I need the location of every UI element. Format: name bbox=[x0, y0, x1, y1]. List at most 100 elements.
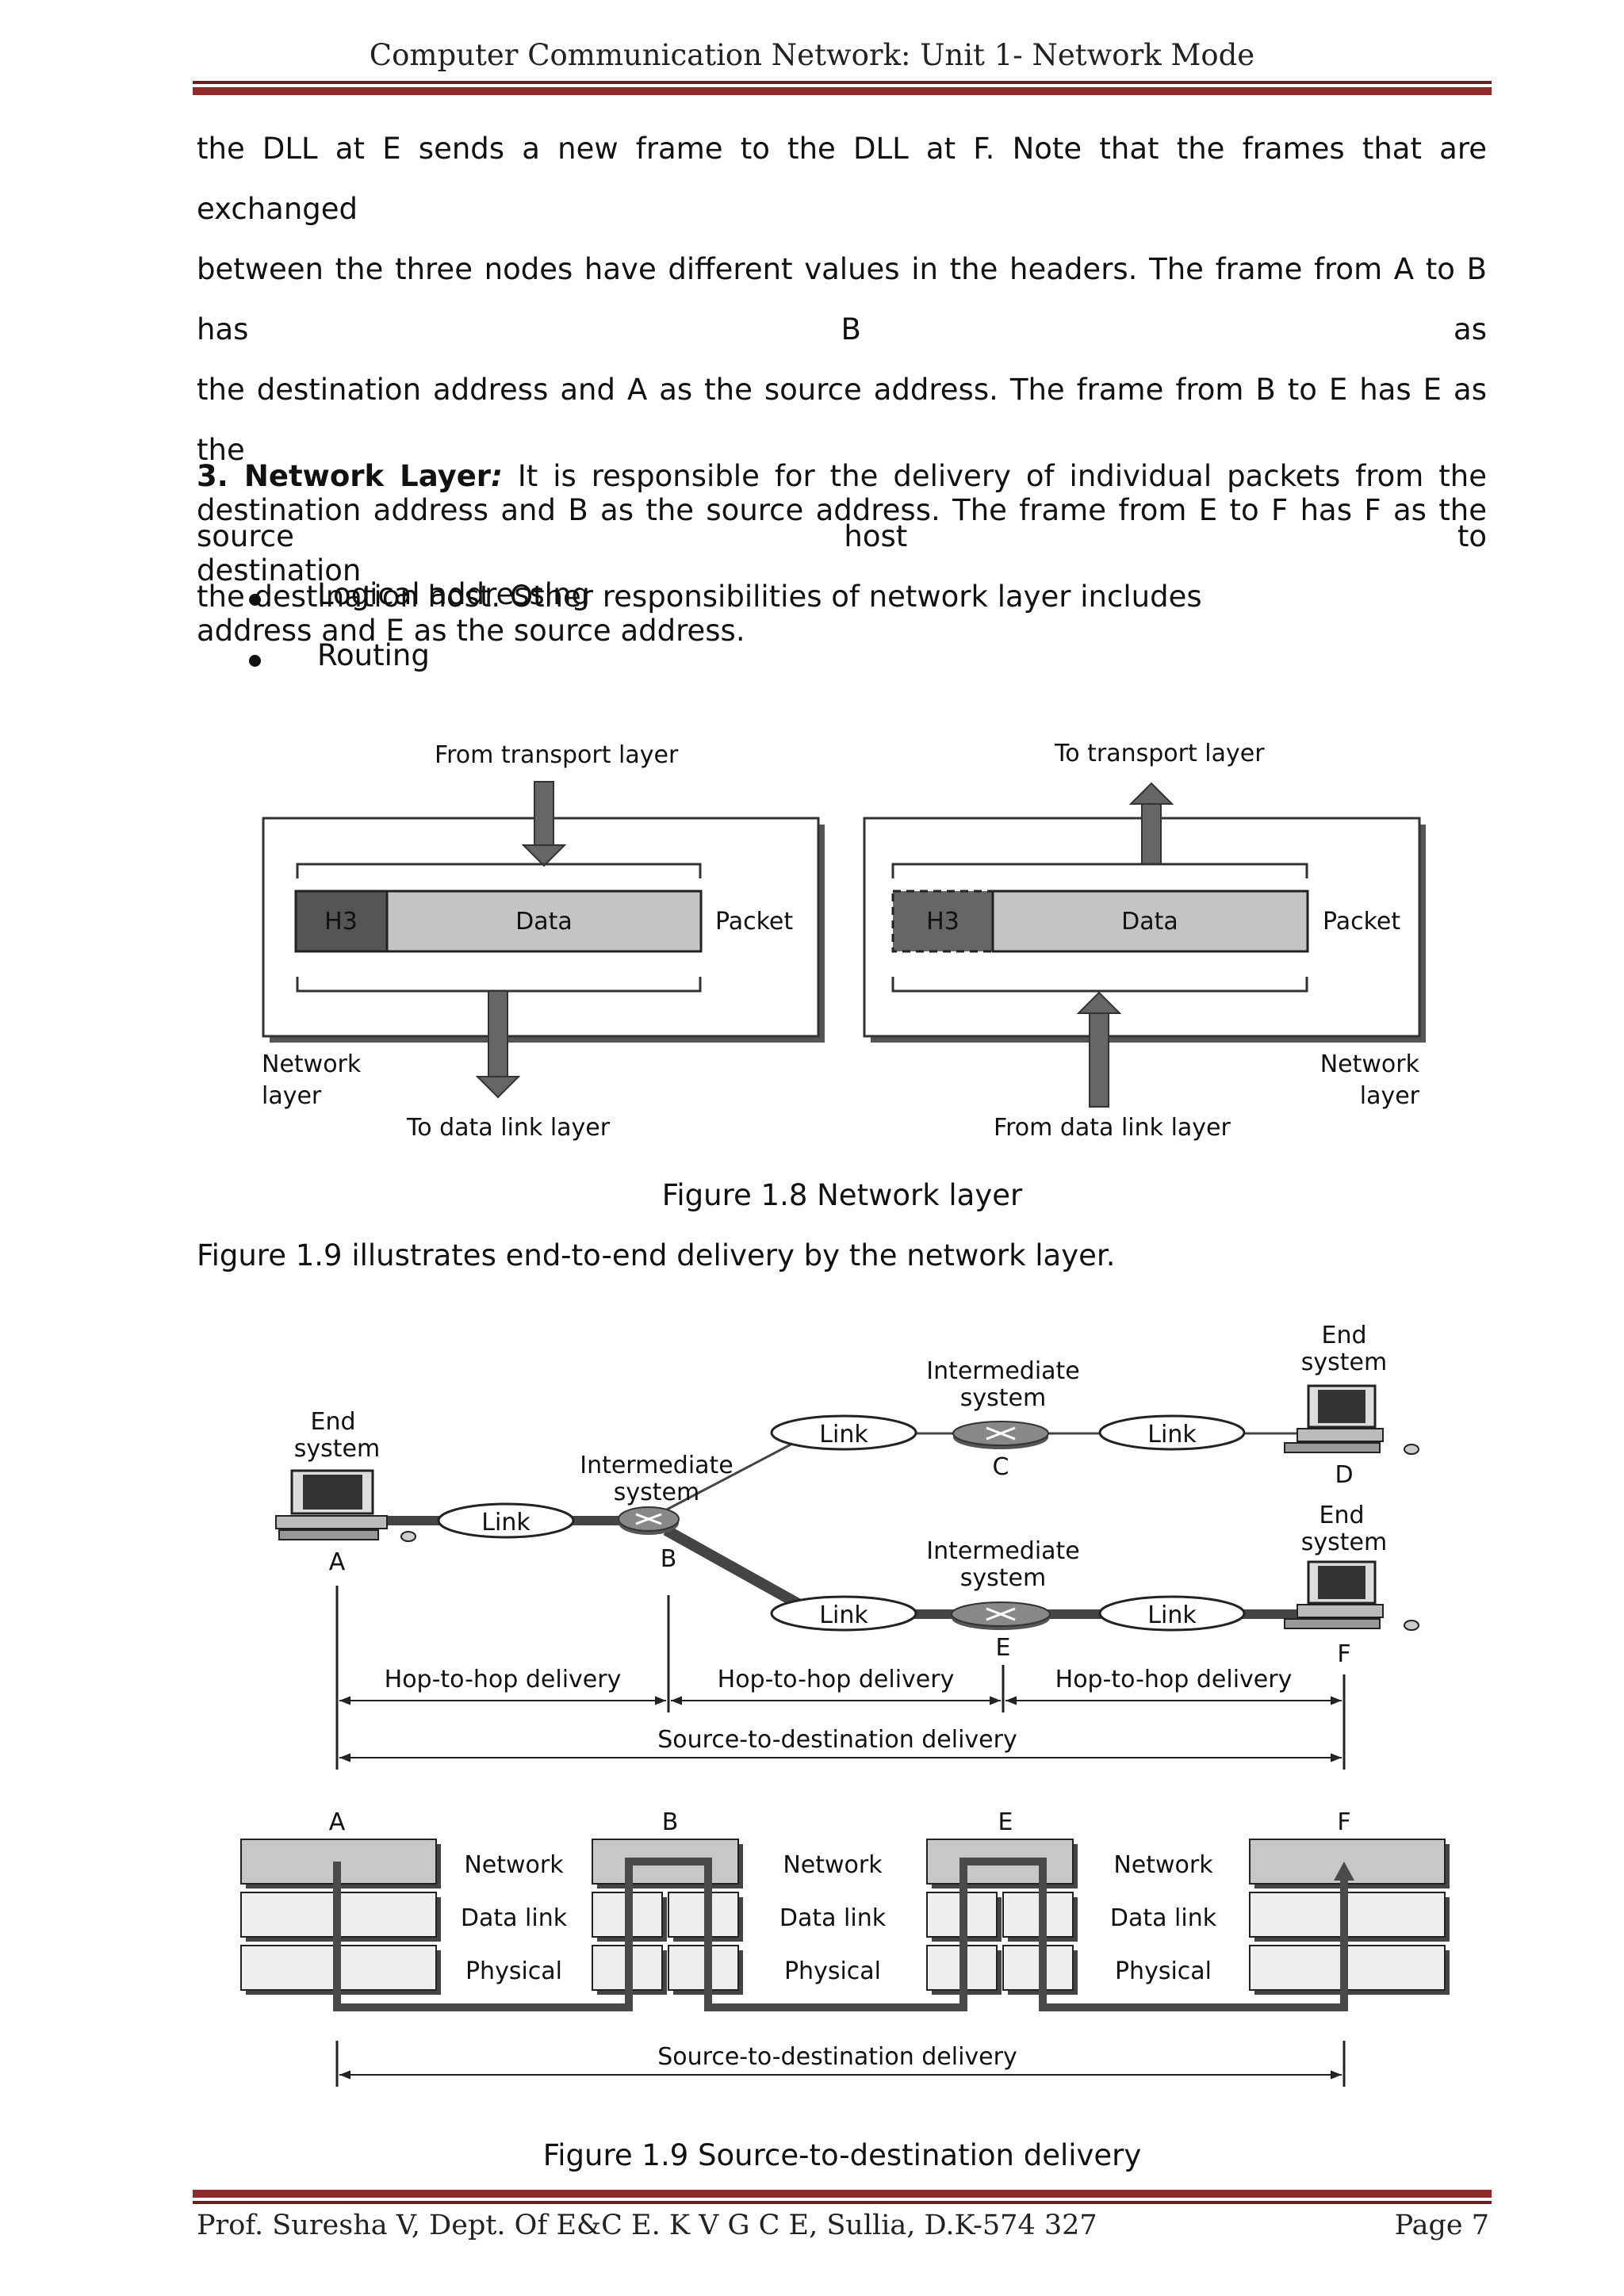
footer-rule bbox=[193, 2201, 1492, 2204]
link-label: Link bbox=[1147, 1421, 1197, 1448]
intermediate-label-e: Intermediate bbox=[926, 1537, 1080, 1565]
link-line-b-e bbox=[663, 1525, 820, 1620]
node-label-c: C bbox=[993, 1453, 1009, 1481]
intermediate-label-e: system bbox=[960, 1564, 1046, 1592]
data-label: Data bbox=[515, 908, 573, 936]
node-label-f: F bbox=[1337, 1640, 1350, 1668]
up-arrow-icon bbox=[1128, 782, 1174, 865]
bullet-logical-addressing: Logical addressing bbox=[317, 577, 591, 611]
end-system-label-f: system bbox=[1301, 1529, 1387, 1556]
layer-label-data-link: Data link bbox=[1110, 1904, 1217, 1932]
figure-1-9-intro: Figure 1.9 illustrates end-to-end delive… bbox=[197, 1238, 1116, 1272]
router-icon-c bbox=[952, 1421, 1049, 1449]
link-oval: Link bbox=[1098, 1414, 1246, 1451]
page-header: Computer Communication Network: Unit 1- … bbox=[369, 38, 1255, 72]
intro-line: destination address and B as the source … bbox=[197, 493, 1487, 587]
footer-page-number: Page 7 bbox=[1394, 2210, 1489, 2241]
link-line-b-c bbox=[649, 1433, 810, 1520]
section-text: It is responsible for the delivery of in… bbox=[197, 459, 1487, 553]
h3-label: H3 bbox=[926, 908, 959, 936]
stack-label-f: F bbox=[1337, 1808, 1350, 1836]
intermediate-label-c: system bbox=[960, 1384, 1046, 1412]
label-layer: layer bbox=[262, 1082, 322, 1110]
footer-author: Prof. Suresha V, Dept. Of E&C E. K V G C… bbox=[197, 2210, 1097, 2241]
link-oval: Link bbox=[770, 1414, 917, 1451]
intro-line: the destination address and A as the sou… bbox=[197, 373, 1487, 467]
bracket-bottom bbox=[891, 977, 1308, 993]
header-rule-thick bbox=[193, 87, 1492, 95]
intermediate-label-b: system bbox=[614, 1479, 699, 1506]
link-oval: Link bbox=[770, 1595, 917, 1632]
end-system-label-f: End bbox=[1319, 1502, 1364, 1529]
node-label-b: B bbox=[661, 1545, 677, 1573]
up-arrow-icon bbox=[1076, 991, 1122, 1108]
packet-label: Packet bbox=[715, 908, 793, 936]
label-to-data-link: To data link layer bbox=[406, 1114, 611, 1142]
label-network: Network bbox=[262, 1050, 362, 1078]
layer-stack-f bbox=[1249, 1839, 1450, 1995]
s2d-label-lower: Source-to-destination delivery bbox=[657, 2043, 1017, 2071]
computer-icon-f bbox=[1284, 1560, 1419, 1631]
section-heading-colon: : bbox=[491, 459, 503, 493]
section-heading: 3. Network Layer bbox=[197, 459, 492, 493]
section-line: 3. Network Layer: It is responsible for … bbox=[197, 446, 1487, 567]
figure-1-8-caption: Figure 1.8 Network layer bbox=[661, 1178, 1023, 1212]
label-from-data-link: From data link layer bbox=[994, 1114, 1231, 1142]
layer-label-network: Network bbox=[464, 1851, 564, 1879]
section-network-layer: 3. Network Layer: It is responsible for … bbox=[197, 446, 1487, 627]
bullet-routing: Routing bbox=[317, 638, 430, 672]
s2d-label-upper: Source-to-destination delivery bbox=[657, 1726, 1017, 1754]
hop-label: Hop-to-hop delivery bbox=[385, 1666, 622, 1693]
link-label: Link bbox=[481, 1509, 530, 1536]
intro-line: address and E as the source address. bbox=[197, 614, 745, 648]
computer-icon-d bbox=[1284, 1384, 1419, 1455]
label-network: Network bbox=[1320, 1050, 1420, 1078]
h3-header-dashed bbox=[891, 890, 994, 953]
bullet-dot bbox=[249, 655, 261, 667]
section-line: the destination host. Other responsibili… bbox=[197, 580, 1202, 614]
end-system-label-d: End bbox=[1321, 1322, 1366, 1349]
link-oval: Link bbox=[1098, 1595, 1246, 1632]
end-system-label-d: system bbox=[1301, 1349, 1387, 1376]
fig18-right-panel: H3 Data Packet To transport layer Networ… bbox=[863, 740, 1426, 1142]
label-layer: layer bbox=[1360, 1082, 1420, 1110]
layer-label-physical: Physical bbox=[784, 1957, 881, 1985]
node-label-a: A bbox=[329, 1548, 346, 1576]
end-system-label-a: End bbox=[310, 1408, 355, 1436]
bullet-dot bbox=[249, 594, 261, 606]
data-path bbox=[333, 1858, 1348, 2011]
figure-1-9-caption: Figure 1.9 Source-to-destination deliver… bbox=[542, 2138, 1142, 2172]
router-icon-e bbox=[951, 1601, 1051, 1630]
down-arrow-icon bbox=[475, 990, 521, 1099]
bracket-top bbox=[891, 863, 1308, 878]
router-icon-b bbox=[618, 1506, 680, 1535]
intro-line: between the three nodes have different v… bbox=[197, 252, 1487, 346]
data-label: Data bbox=[1121, 908, 1178, 936]
stack-label-a: A bbox=[329, 1808, 346, 1836]
down-arrow-icon bbox=[521, 781, 567, 867]
layer-label-physical: Physical bbox=[465, 1957, 562, 1985]
link-oval: Link bbox=[437, 1502, 575, 1539]
link-label: Link bbox=[1147, 1601, 1197, 1629]
fig18-left-panel: H3 Data Packet From transport layer Netw… bbox=[262, 741, 825, 1142]
hop-label: Hop-to-hop delivery bbox=[1055, 1666, 1293, 1693]
data-field bbox=[991, 890, 1309, 953]
h3-header bbox=[294, 890, 389, 953]
intermediate-label-c: Intermediate bbox=[926, 1357, 1080, 1385]
link-label: Link bbox=[819, 1601, 868, 1629]
hop-label: Hop-to-hop delivery bbox=[718, 1666, 955, 1693]
data-field bbox=[385, 890, 703, 953]
label-to-transport: To transport layer bbox=[1054, 740, 1265, 767]
computer-icon-a bbox=[275, 1469, 416, 1542]
label-from-transport: From transport layer bbox=[435, 741, 679, 769]
intermediate-label-b: Intermediate bbox=[580, 1452, 733, 1479]
stack-label-e: E bbox=[998, 1808, 1013, 1836]
node-label-d: D bbox=[1335, 1461, 1353, 1489]
packet-label: Packet bbox=[1323, 908, 1400, 936]
layer-label-data-link: Data link bbox=[779, 1904, 887, 1932]
bracket-top bbox=[296, 863, 702, 878]
link-label: Link bbox=[819, 1421, 868, 1448]
stack-label-b: B bbox=[662, 1808, 679, 1836]
